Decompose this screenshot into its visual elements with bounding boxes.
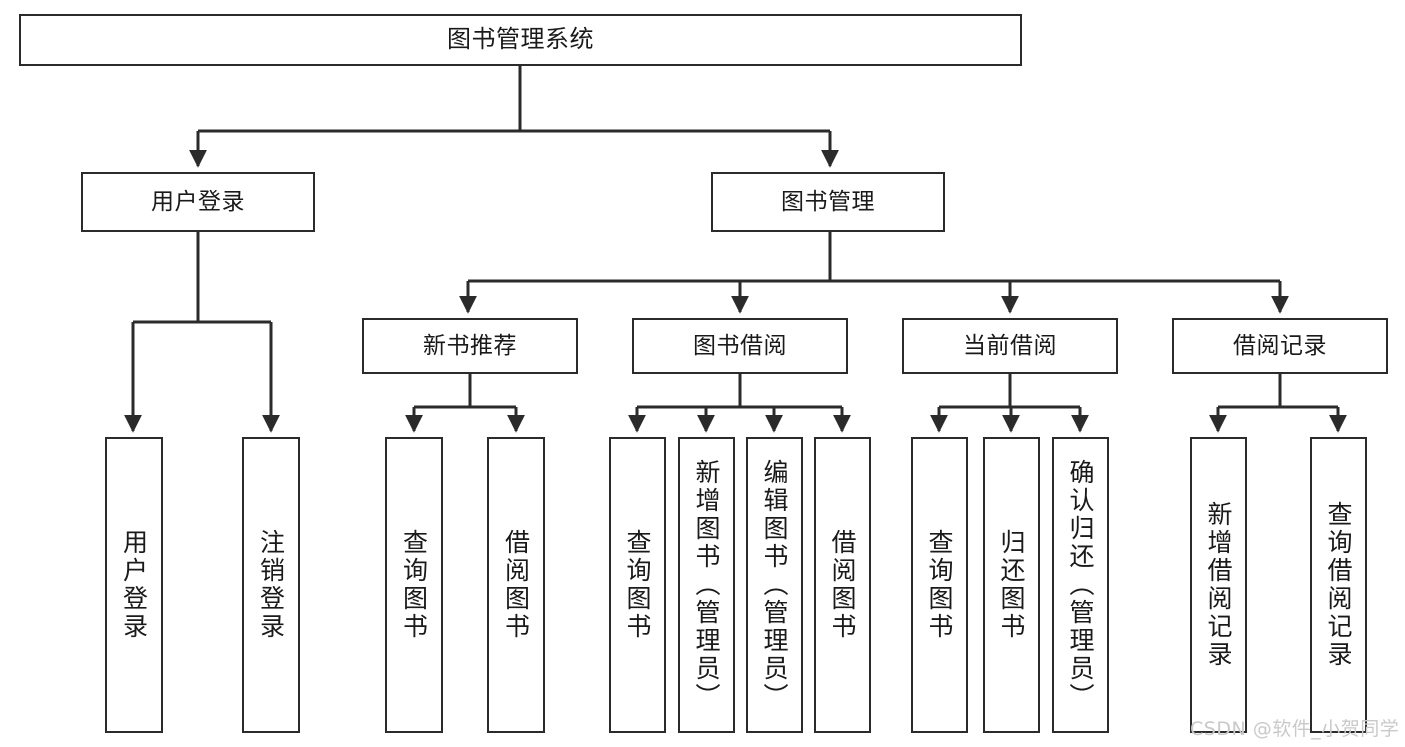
leaf-edit-book-admin[interactable]: 编辑图书（管理员） <box>746 437 803 733</box>
node-label: 新增借阅记录 <box>1204 501 1233 669</box>
leaf-query-book-newbook[interactable]: 查询图书 <box>385 437 443 733</box>
node-current-borrow[interactable]: 当前借阅 <box>902 318 1118 374</box>
leaf-add-book-admin[interactable]: 新增图书（管理员） <box>678 437 735 733</box>
node-label: 注销登录 <box>256 529 286 641</box>
node-book-borrow[interactable]: 图书借阅 <box>632 318 848 374</box>
node-label: 新书推荐 <box>423 332 517 359</box>
csdn-watermark: CSDN @软件_小贺同学 <box>1190 718 1400 740</box>
leaf-user-login[interactable]: 用户登录 <box>105 437 163 733</box>
node-label: 用户登录 <box>119 529 149 641</box>
node-label: 图书管理系统 <box>447 25 594 54</box>
node-label: 查询图书 <box>623 529 652 641</box>
node-label: 查询图书 <box>925 529 954 641</box>
node-user-login[interactable]: 用户登录 <box>81 172 315 232</box>
node-new-book-recommend[interactable]: 新书推荐 <box>362 318 578 374</box>
node-label: 归还图书 <box>997 529 1026 641</box>
node-label: 编辑图书（管理员） <box>760 459 789 711</box>
node-label: 用户登录 <box>151 188 245 215</box>
node-borrow-record[interactable]: 借阅记录 <box>1172 318 1388 374</box>
leaf-logout[interactable]: 注销登录 <box>242 437 300 733</box>
leaf-confirm-return-admin[interactable]: 确认归还（管理员） <box>1052 437 1109 733</box>
node-label: 借阅记录 <box>1233 332 1327 359</box>
leaf-return-book[interactable]: 归还图书 <box>983 437 1040 733</box>
node-label: 借阅图书 <box>828 529 857 641</box>
leaf-add-borrow-record[interactable]: 新增借阅记录 <box>1190 437 1247 733</box>
node-label: 图书借阅 <box>693 332 787 359</box>
node-label: 查询图书 <box>399 529 429 641</box>
node-label: 图书管理 <box>781 188 875 215</box>
node-root-system[interactable]: 图书管理系统 <box>19 14 1022 66</box>
node-label: 确认归还（管理员） <box>1066 459 1095 711</box>
node-label: 当前借阅 <box>963 332 1057 359</box>
node-label: 新增图书（管理员） <box>692 459 721 711</box>
leaf-query-book-borrow[interactable]: 查询图书 <box>609 437 666 733</box>
node-label: 查询借阅记录 <box>1324 501 1353 669</box>
leaf-query-borrow-record[interactable]: 查询借阅记录 <box>1310 437 1367 733</box>
leaf-query-book-current[interactable]: 查询图书 <box>911 437 968 733</box>
node-book-management[interactable]: 图书管理 <box>711 172 945 232</box>
leaf-borrow-book-newbook[interactable]: 借阅图书 <box>487 437 545 733</box>
leaf-borrow-book[interactable]: 借阅图书 <box>814 437 871 733</box>
node-label: 借阅图书 <box>501 529 531 641</box>
